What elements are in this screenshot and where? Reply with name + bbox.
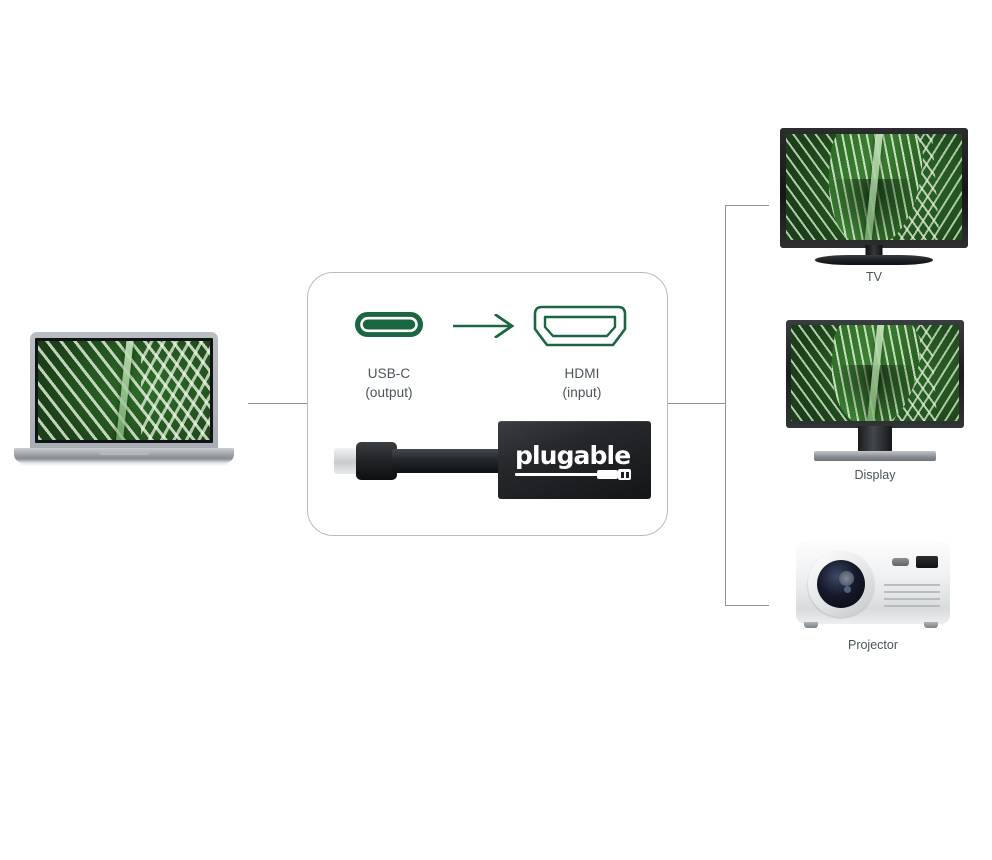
adapter-housing: plugable xyxy=(498,421,651,499)
tv-stand-neck xyxy=(865,245,883,257)
projector-vents xyxy=(884,584,940,612)
usb-c-label-direction: (output) xyxy=(365,384,413,400)
plugable-logo: plugable xyxy=(515,441,639,480)
tv-stand-base xyxy=(815,255,933,265)
logo-plug-body xyxy=(597,470,618,479)
projector-icon xyxy=(796,540,950,624)
logo-wire xyxy=(515,473,599,476)
usb-plug-icon xyxy=(515,469,639,480)
connector-adapter-to-bracket xyxy=(668,403,726,404)
tv-label: TV xyxy=(866,270,882,284)
logo-plug-slot-2 xyxy=(626,472,629,478)
usb-c-connector-shell xyxy=(356,442,397,480)
projector-foot-left xyxy=(804,622,818,628)
output-tv: TV xyxy=(780,128,968,288)
display-stand-neck xyxy=(858,426,892,454)
output-projector: Projector xyxy=(788,534,958,654)
lens-highlight xyxy=(839,570,855,586)
hdmi-label-direction: (input) xyxy=(562,384,602,400)
projector-label: Projector xyxy=(847,638,899,652)
display-wallpaper-leaf xyxy=(791,325,959,421)
tv-wallpaper-leaf xyxy=(786,134,962,240)
usb-c-port-label: USB-C (output) xyxy=(330,365,448,402)
connector-laptop-to-adapter xyxy=(248,403,307,404)
hdmi-port-label: HDMI (input) xyxy=(523,365,641,402)
projector-lens-ring xyxy=(808,551,874,617)
projector-foot-right xyxy=(924,622,938,628)
usb-c-label-name: USB-C xyxy=(367,366,411,381)
display-label: Display xyxy=(854,468,896,482)
laptop-screen xyxy=(35,338,213,443)
laptop-foot xyxy=(20,462,228,466)
hdmi-icon xyxy=(529,304,631,349)
projector-port xyxy=(916,556,938,568)
lens-highlight-small xyxy=(843,586,851,594)
laptop-wallpaper-leaf xyxy=(38,341,210,440)
hdmi-label-name: HDMI xyxy=(564,366,600,381)
connector-branch-projector xyxy=(725,605,769,606)
adapter-cable xyxy=(392,449,507,473)
plugable-logo-text: plugable xyxy=(515,441,631,470)
source-laptop xyxy=(14,332,234,472)
port-row xyxy=(308,301,667,351)
usb-c-icon xyxy=(354,311,423,338)
logo-plug-slot-1 xyxy=(621,472,624,478)
laptop-lid xyxy=(30,332,218,450)
tv-icon xyxy=(780,128,968,248)
tv-screen xyxy=(786,134,962,240)
logo-plug-head xyxy=(618,469,631,480)
connector-bracket-spine xyxy=(725,205,726,605)
projector-button xyxy=(892,558,909,566)
laptop-notch xyxy=(98,451,150,455)
display-screen xyxy=(791,325,959,421)
laptop-base xyxy=(14,448,234,463)
leaf-spine xyxy=(114,341,134,440)
connector-branch-tv xyxy=(725,205,769,206)
arrow-right-icon xyxy=(452,313,517,339)
projector-lens xyxy=(817,560,865,608)
output-display: Display xyxy=(786,320,964,482)
monitor-icon xyxy=(786,320,964,428)
display-stand-base xyxy=(814,451,936,461)
adapter-card: USB-C (output) HDMI (input) plugable xyxy=(307,272,668,536)
adapter-product-image: plugable xyxy=(334,421,651,505)
